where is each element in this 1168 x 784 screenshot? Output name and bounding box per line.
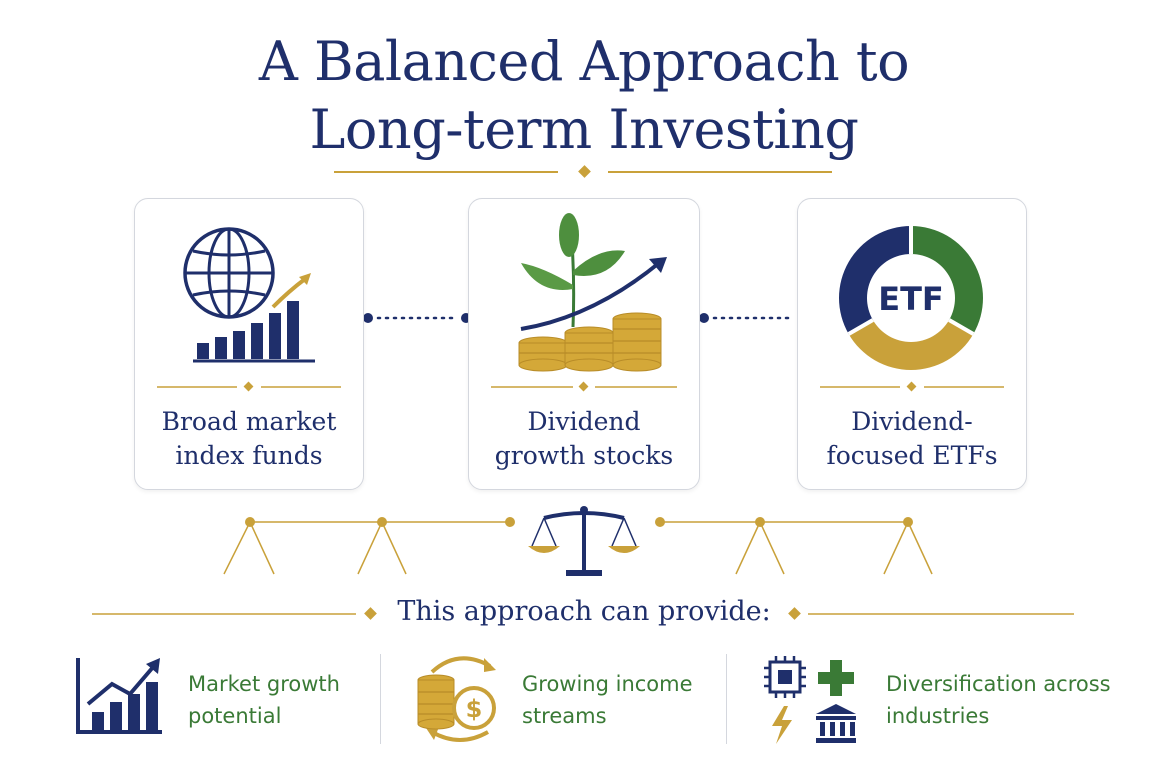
card-divider bbox=[491, 381, 677, 392]
globe-growth-chart-icon bbox=[183, 227, 315, 363]
card-dividend-etfs: ETF Dividend- focused ETFs bbox=[797, 198, 1027, 490]
benefit-separator bbox=[726, 654, 727, 744]
chip-icon bbox=[764, 656, 806, 698]
benefit-label-line-2: streams bbox=[522, 704, 607, 728]
connector-1-2 bbox=[363, 313, 471, 323]
card-label-line-2: index funds bbox=[175, 441, 323, 470]
rising-bar-chart-icon bbox=[76, 658, 162, 734]
card-dividend-stocks: Dividend growth stocks bbox=[468, 198, 700, 490]
balance-scale-icon bbox=[528, 506, 640, 576]
card-label-line-1: Dividend bbox=[527, 407, 641, 436]
medical-cross-icon bbox=[818, 660, 854, 696]
benefit-label-line-1: Diversification across bbox=[886, 672, 1111, 696]
card-label-line-2: focused ETFs bbox=[826, 441, 998, 470]
balance-scale-band bbox=[223, 506, 933, 576]
card-label-line-1: Broad market bbox=[161, 407, 337, 436]
provide-heading: This approach can provide: bbox=[397, 596, 771, 627]
etf-icon-text: ETF bbox=[878, 280, 944, 318]
benefit-label-line-1: Market growth bbox=[188, 672, 340, 696]
connector-2-3 bbox=[699, 313, 807, 323]
svg-text:$: $ bbox=[466, 695, 483, 723]
card-divider bbox=[157, 381, 341, 392]
benefit-separator bbox=[380, 654, 381, 744]
benefit-label-line-1: Growing income bbox=[522, 672, 693, 696]
industries-icon bbox=[764, 656, 856, 744]
provide-ornament-left bbox=[92, 607, 377, 620]
page-title-line-1: A Balanced Approach to bbox=[258, 30, 910, 93]
title-ornament bbox=[334, 165, 832, 178]
card-divider bbox=[820, 381, 1004, 392]
coins-dollar-cycle-icon: $ bbox=[417, 656, 496, 742]
bank-icon bbox=[816, 704, 856, 743]
lightning-icon bbox=[772, 706, 792, 744]
card-label-line-1: Dividend- bbox=[851, 407, 973, 436]
card-index-funds: Broad market index funds bbox=[134, 198, 364, 490]
etf-donut-icon: ETF bbox=[839, 226, 983, 370]
plant-coins-icon bbox=[518, 213, 667, 372]
benefit-label-line-2: industries bbox=[886, 704, 990, 728]
page-title-line-2: Long-term Investing bbox=[309, 98, 859, 161]
benefit-label-line-2: potential bbox=[188, 704, 282, 728]
card-label-line-2: growth stocks bbox=[494, 441, 674, 470]
provide-ornament-right bbox=[788, 607, 1074, 620]
